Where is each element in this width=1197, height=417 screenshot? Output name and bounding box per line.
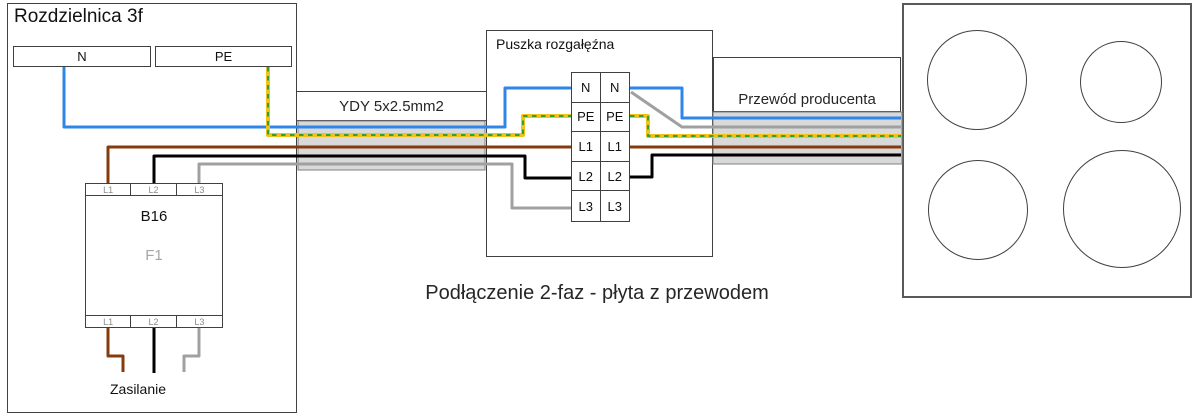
switchboard-title: Rozdzielnica 3f (14, 6, 143, 27)
neutral-bus-bar: N (13, 46, 151, 67)
breaker-rating-label: B16 (140, 208, 168, 225)
hob-burner-bottom-left (928, 160, 1028, 260)
supply-label: Zasilanie (109, 381, 167, 397)
breaker-terminal-l3-top: L3 (194, 184, 205, 195)
terminal-l1-left: L1 (572, 132, 601, 162)
cable-label-right: Przewód producenta (738, 91, 876, 108)
breaker-terminal-l2-top: L2 (131, 184, 177, 195)
breaker-terminal-l3-bottom: L3 (194, 316, 205, 327)
neutral-bus-label: N (77, 49, 87, 64)
cable-sheath-left (297, 120, 486, 171)
cable-label-right-box: Przewód producenta (713, 57, 901, 112)
terminal-l3-right: L3 (607, 198, 622, 214)
junction-box-title: Puszka rozgałęźna (496, 36, 615, 52)
cable-sheath-right (712, 111, 903, 165)
terminal-l1-right: L1 (600, 132, 629, 162)
breaker-terminal-l2-bottom: L2 (131, 316, 177, 327)
breaker-terminal-l1-bottom: L1 (86, 316, 132, 327)
hob-burner-top-left (927, 30, 1027, 130)
cable-label-left: YDY 5x2.5mm2 (339, 97, 444, 115)
terminal-strip: N N PE PE L1 L1 L2 L2 L3 L3 (571, 72, 630, 222)
cable-label-left-box: YDY 5x2.5mm2 (296, 91, 487, 121)
hob-burner-top-right (1080, 41, 1162, 123)
terminal-n-left: N (572, 73, 601, 103)
breaker-terminal-l1-top: L1 (86, 184, 132, 195)
hob-burner-bottom-right (1063, 150, 1181, 268)
terminal-n-right: N (600, 73, 629, 103)
breaker-top-terminals: L1 L2 L3 (86, 184, 222, 196)
breaker-bottom-terminals: L1 L2 L3 (86, 315, 222, 327)
terminal-l3-left: L3 (572, 191, 601, 221)
terminal-l2-right: L2 (600, 162, 629, 192)
terminal-pe-left: PE (572, 102, 601, 133)
pe-bus-bar: PE (155, 46, 292, 67)
terminal-l2-left: L2 (572, 161, 601, 192)
diagram-caption: Podłączenie 2-faz - płyta z przewodem (425, 282, 769, 304)
circuit-breaker-box: L1 L2 L3 B16 F1 L1 L2 L3 (85, 183, 223, 328)
breaker-id-label: F1 (145, 247, 163, 264)
terminal-pe-right: PE (600, 103, 629, 133)
pe-bus-label: PE (214, 49, 233, 64)
